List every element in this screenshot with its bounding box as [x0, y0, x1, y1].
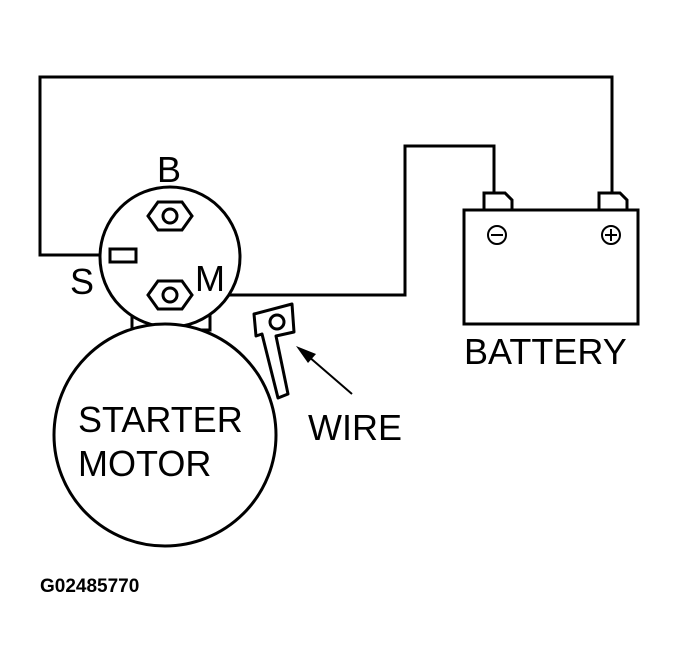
wire-s-to-positive [38, 75, 614, 257]
starter-motor-label-line1: STARTER [78, 399, 243, 440]
ground-wire [252, 302, 296, 400]
battery-body [462, 208, 640, 326]
motor-body [52, 322, 278, 548]
battery-negative-post [482, 191, 514, 210]
battery [462, 191, 640, 326]
terminal-m-label: M [195, 258, 225, 299]
terminal-m-nut [146, 279, 194, 311]
battery-label: BATTERY [464, 331, 627, 372]
terminal-b-label: B [157, 149, 181, 190]
battery-negative-icon [487, 225, 507, 245]
terminal-s-tab [108, 247, 138, 264]
wire-label: WIRE [308, 407, 402, 448]
terminal-s-label: S [70, 261, 94, 302]
battery-positive-icon [601, 225, 621, 245]
starter-motor [52, 185, 278, 548]
figure-code: G02485770 [40, 576, 139, 597]
wire-pointer-arrow [296, 346, 353, 395]
ground-wire-eyelet [268, 313, 286, 331]
wire-m-to-negative [187, 144, 496, 297]
terminal-b-nut [146, 200, 194, 232]
battery-positive-post [597, 191, 629, 210]
starter-motor-label-line2: MOTOR [78, 443, 211, 484]
